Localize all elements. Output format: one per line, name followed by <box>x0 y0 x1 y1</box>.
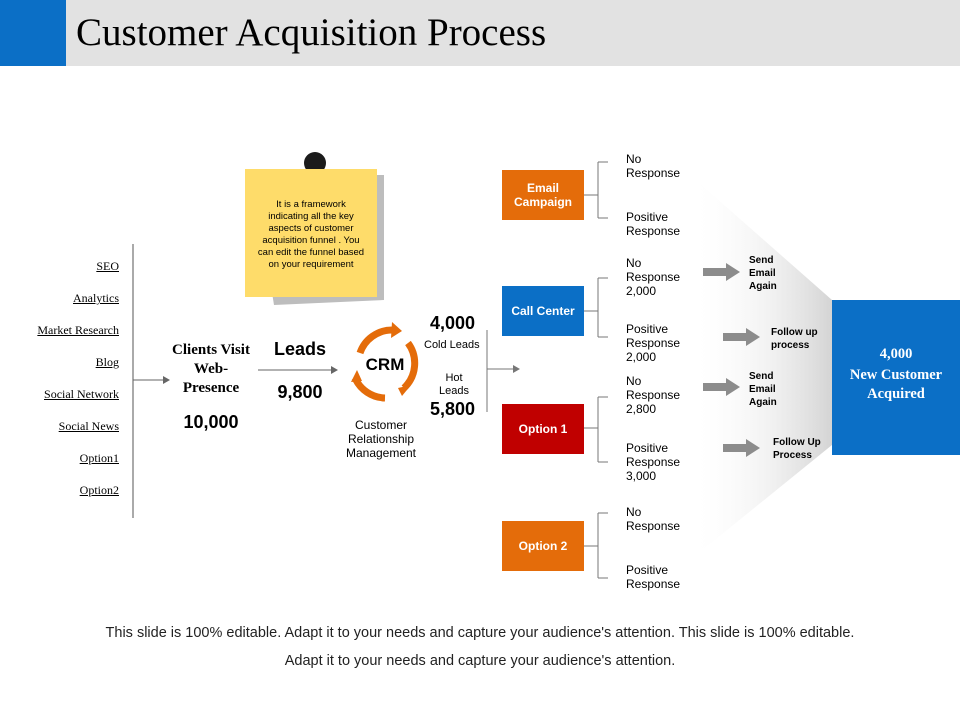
page-title: Customer Acquisition Process <box>76 11 547 54</box>
visit-value: 10,000 <box>183 412 239 432</box>
action-follow-up-2: Follow Up Process <box>773 437 821 461</box>
source-seo[interactable]: SEO <box>96 259 119 273</box>
channel-call-center[interactable]: Call Center <box>502 286 584 336</box>
sources-arrowhead <box>163 376 170 384</box>
source-market-research[interactable]: Market Research <box>37 323 119 337</box>
hot-leads-label: Hot Leads <box>439 372 469 397</box>
footer-line-1: This slide is 100% editable. Adapt it to… <box>105 625 855 641</box>
leads-value: 9,800 <box>277 382 323 402</box>
footer-line-2: Adapt it to your needs and capture your … <box>284 653 676 669</box>
header-accent <box>0 0 66 66</box>
email-positive-response: Positive Response <box>626 210 681 238</box>
source-option2[interactable]: Option2 <box>79 483 119 497</box>
hot-leads-value: 5,800 <box>430 399 476 419</box>
channel-option-1[interactable]: Option 1 <box>502 404 584 454</box>
option2-no-response: No Response <box>626 505 681 533</box>
crm-caption: Customer Relationship Management <box>345 418 417 460</box>
source-analytics[interactable]: Analytics <box>73 291 119 305</box>
source-blog[interactable]: Blog <box>95 355 119 369</box>
visit-label: Clients Visit Web-Presence <box>172 342 250 396</box>
sticky-note-text: It is a framework indicating all the key… <box>257 199 365 270</box>
option1-no-response: No Response 2,800 <box>626 374 681 416</box>
result-label: New Customer Acquired <box>849 367 943 402</box>
call-positive-response: Positive Response 2,000 <box>626 322 681 364</box>
pin-head <box>304 152 326 174</box>
leads-label: Leads <box>273 339 327 359</box>
split-arrowhead <box>513 365 520 373</box>
action-arrows <box>703 263 760 457</box>
source-social-network[interactable]: Social Network <box>44 387 119 401</box>
action-follow-up-1: Follow up process <box>771 327 818 351</box>
option1-positive-response: Positive Response 3,000 <box>626 441 681 483</box>
visit-leads-arrowhead <box>331 366 338 374</box>
channel-option-2[interactable]: Option 2 <box>502 521 584 571</box>
sticky-note: It is a framework indicating all the key… <box>245 169 377 297</box>
result-box <box>832 300 960 455</box>
call-no-response: No Response 2,000 <box>626 256 681 298</box>
cold-leads-value: 4,000 <box>430 313 476 333</box>
crm-label: CRM <box>365 355 405 374</box>
channel-brackets <box>584 161 608 579</box>
header-bar <box>0 0 960 66</box>
email-no-response: No Response <box>626 152 681 180</box>
source-social-news[interactable]: Social News <box>58 419 119 433</box>
source-option1[interactable]: Option1 <box>79 451 119 465</box>
option2-positive-response: Positive Response <box>626 563 681 591</box>
result-value: 4,000 <box>879 346 913 362</box>
channel-email-campaign[interactable]: Email Campaign <box>502 170 584 220</box>
cold-leads-label: Cold Leads <box>424 339 480 351</box>
action-send-email-2: Send Email Again <box>749 371 777 408</box>
action-send-email-1: Send Email Again <box>749 255 777 292</box>
funnel-cone <box>690 175 832 560</box>
